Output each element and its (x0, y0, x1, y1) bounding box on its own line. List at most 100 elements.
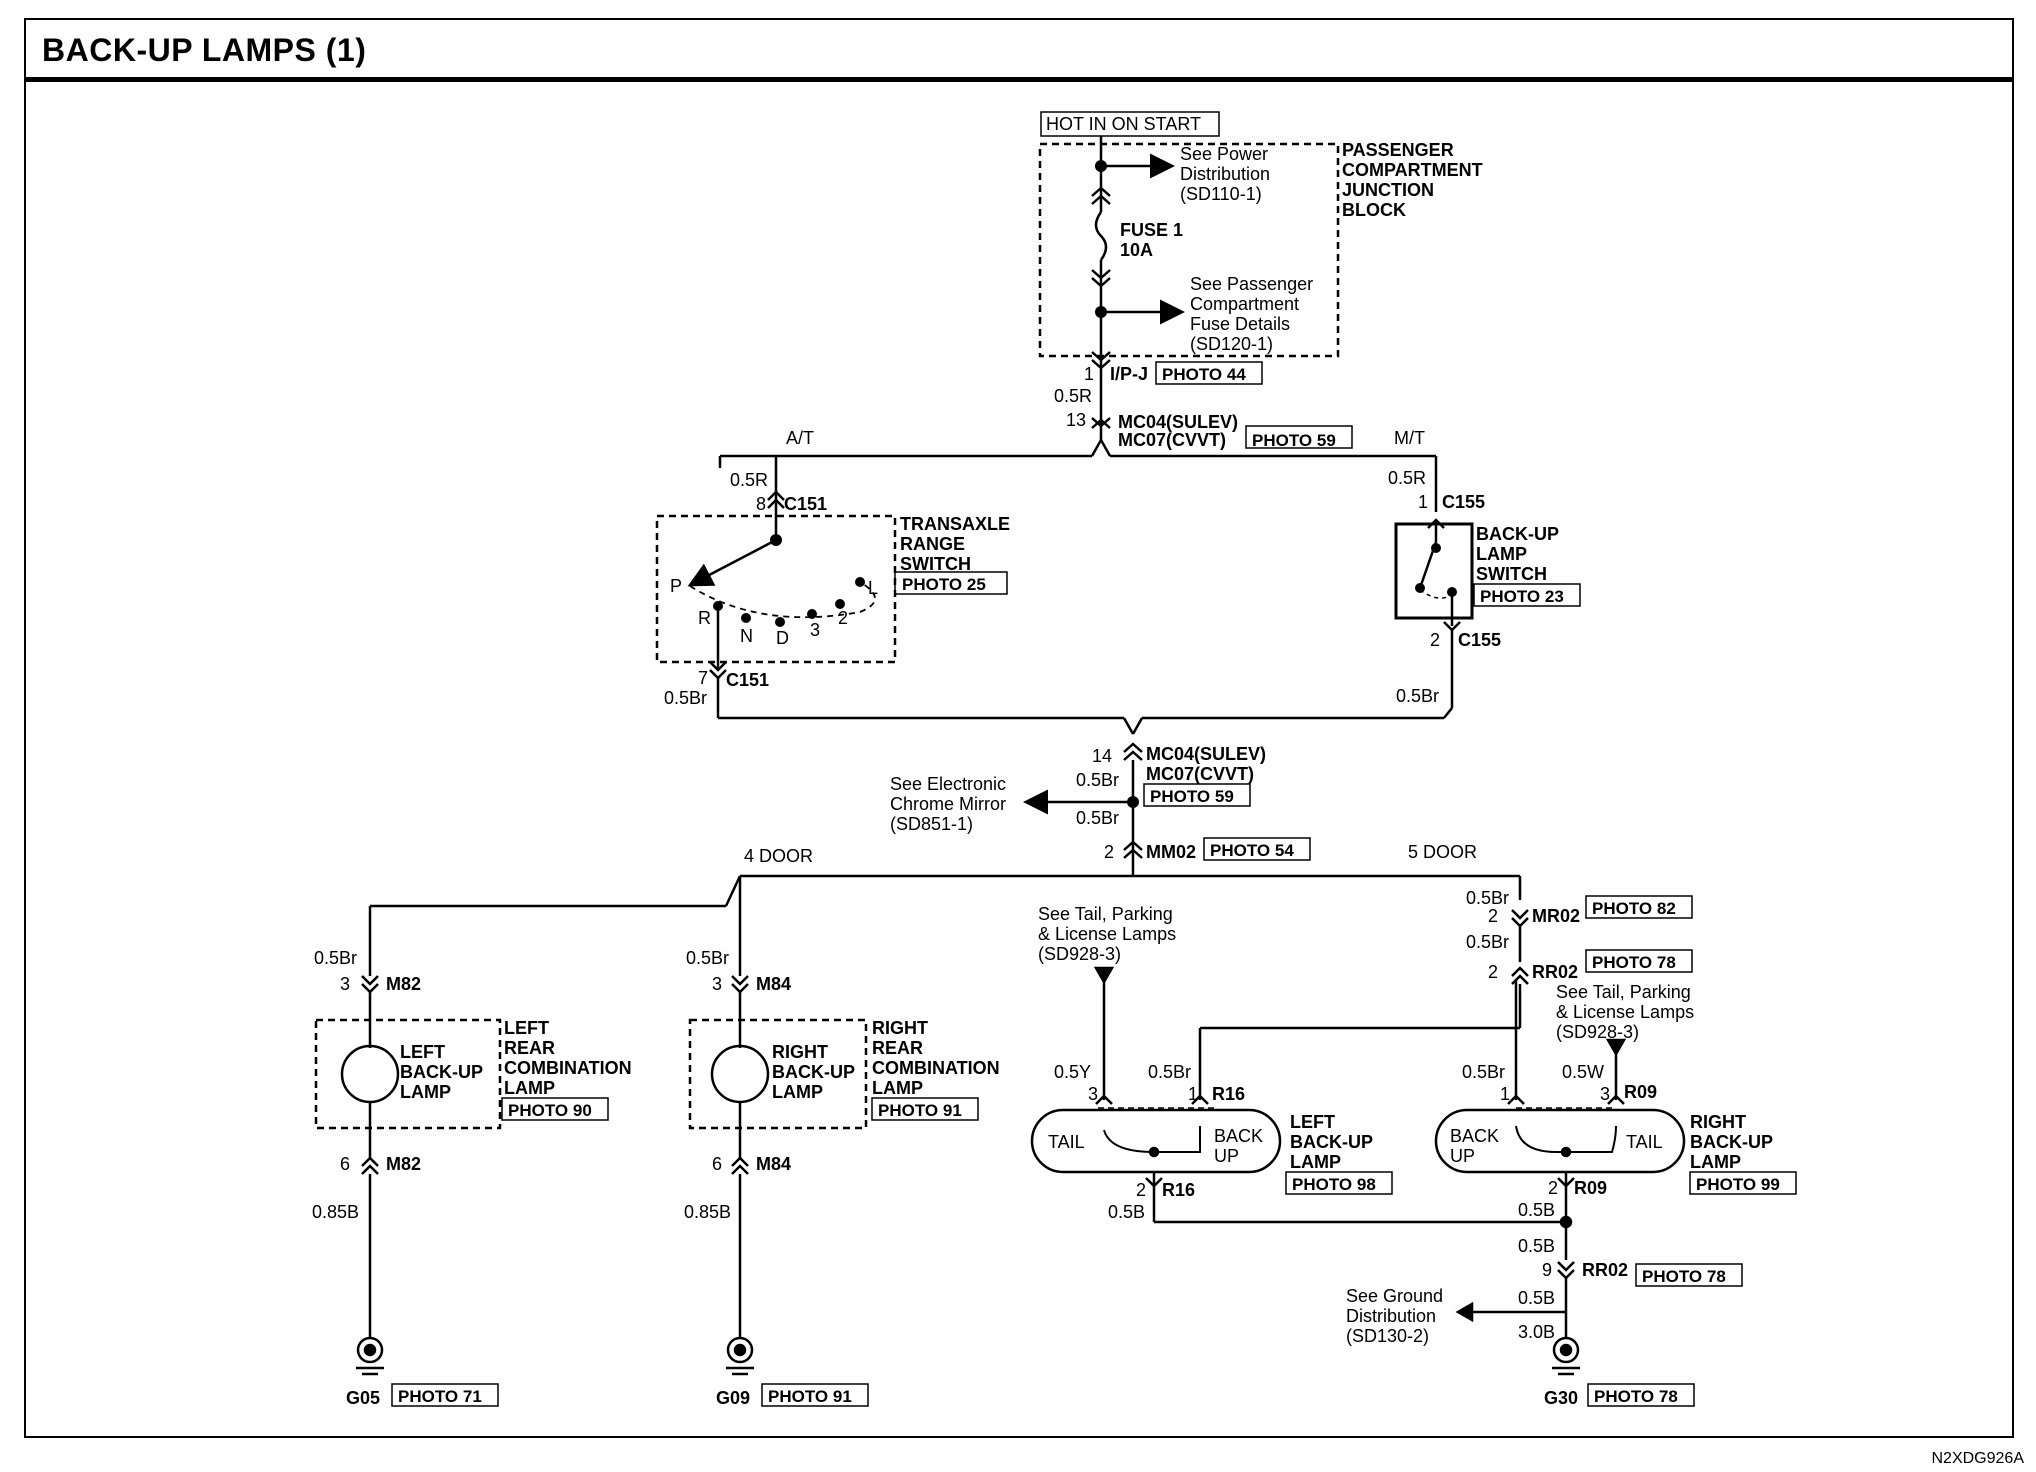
see-tail-right-3: (SD928-3) (1556, 1022, 1639, 1042)
gear-r: R (698, 608, 711, 628)
right-bul-2: BACK-UP (1690, 1132, 1773, 1152)
right-lamp-2: BACK-UP (772, 1062, 855, 1082)
see-ecm-3: (SD851-1) (890, 814, 973, 834)
wire-085b-left: 0.85B (312, 1202, 359, 1222)
wire-085b-right: 0.85B (684, 1202, 731, 1222)
left-bul-3: LAMP (1290, 1152, 1341, 1172)
mc04-top: MC04(SULEV) (1118, 412, 1238, 432)
wire-05br-rr02: 0.5Br (1466, 932, 1509, 952)
mc07-top: MC07(CVVT) (1118, 430, 1226, 450)
left-rcl-1: LEFT (504, 1018, 549, 1038)
left-lamp-3: LAMP (400, 1082, 451, 1102)
trs-2: RANGE (900, 534, 965, 554)
see-tail-right-2: & License Lamps (1556, 1002, 1694, 1022)
gear-3: 3 (810, 620, 820, 640)
see-tail-left-3: (SD928-3) (1038, 944, 1121, 964)
blsw-1: BACK-UP (1476, 524, 1559, 544)
c155-bottom: C155 (1458, 630, 1501, 650)
see-ground-3: (SD130-2) (1346, 1326, 1429, 1346)
backup-right-1: BACK (1450, 1126, 1499, 1146)
see-tail-left-2: & License Lamps (1038, 924, 1176, 944)
right-rcl-4: LAMP (872, 1078, 923, 1098)
see-ground-2: Distribution (1346, 1306, 1436, 1326)
blsw-2: LAMP (1476, 544, 1527, 564)
left-rcl-2: REAR (504, 1038, 555, 1058)
pcjb-2: COMPARTMENT (1342, 160, 1483, 180)
right-lamp-3: LAMP (772, 1082, 823, 1102)
r09-pin2: 2 (1548, 1178, 1558, 1198)
photo-25: PHOTO 25 (902, 575, 986, 594)
wire-05b-left: 0.5B (1108, 1202, 1145, 1222)
photo-82: PHOTO 82 (1592, 899, 1676, 918)
left-rcl-3: COMBINATION (504, 1058, 632, 1078)
mc07-bottom: MC07(CVVT) (1146, 764, 1254, 784)
photo-71: PHOTO 71 (398, 1387, 482, 1406)
see-ground-1: See Ground (1346, 1286, 1443, 1306)
mt-label: M/T (1394, 428, 1425, 448)
left-rcl-4: LAMP (504, 1078, 555, 1098)
wire-05br-r09: 0.5Br (1462, 1062, 1505, 1082)
c155-top: C155 (1442, 492, 1485, 512)
mc-pin-14: 14 (1092, 746, 1112, 766)
gear-d: D (776, 628, 789, 648)
photo-91-rcl: PHOTO 91 (878, 1101, 962, 1120)
c151-pin8: 8 (756, 494, 766, 514)
r16-pin2: 2 (1136, 1180, 1146, 1200)
junction-dots (713, 160, 1457, 808)
m84-bottom: M84 (756, 1154, 791, 1174)
pcjb-1: PASSENGER (1342, 140, 1454, 160)
m82-pin3: 3 (340, 974, 350, 994)
trs-1: TRANSAXLE (900, 514, 1010, 534)
see-power-dist-3: (SD110-1) (1180, 184, 1262, 204)
r16-bottom: R16 (1162, 1180, 1195, 1200)
tail-left: TAIL (1048, 1132, 1085, 1152)
photo-23: PHOTO 23 (1480, 587, 1564, 606)
photo-78-ground: PHOTO 78 (1594, 1387, 1678, 1406)
backup-right-2: UP (1450, 1146, 1475, 1166)
g05: G05 (346, 1388, 380, 1408)
hot-in-on-start: HOT IN ON START (1046, 114, 1201, 134)
g09: G09 (716, 1388, 750, 1408)
mm02: MM02 (1146, 842, 1196, 862)
photo-54: PHOTO 54 (1210, 841, 1294, 860)
pcjb-3: JUNCTION (1342, 180, 1434, 200)
photo-99: PHOTO 99 (1696, 1175, 1780, 1194)
ipj-connector: I/P-J (1110, 364, 1148, 384)
wire-05br-mt: 0.5Br (1396, 686, 1439, 706)
left-bul-1: LEFT (1290, 1112, 1335, 1132)
photo-44: PHOTO 44 (1162, 365, 1246, 384)
backup-left-1: BACK (1214, 1126, 1263, 1146)
wire-05br-r16: 0.5Br (1148, 1062, 1191, 1082)
mr02: MR02 (1532, 906, 1580, 926)
r16-pin1: 1 (1188, 1084, 1198, 1104)
see-tail-right-1: See Tail, Parking (1556, 982, 1691, 1002)
left-lamp-1: LEFT (400, 1042, 445, 1062)
c155-pin2: 2 (1430, 630, 1440, 650)
see-pc-fuse-1: See Passenger (1190, 274, 1313, 294)
mr02-pin: 2 (1488, 906, 1498, 926)
photo-90: PHOTO 90 (508, 1101, 592, 1120)
wire-05b-right: 0.5B (1518, 1200, 1555, 1220)
left-bul-2: BACK-UP (1290, 1132, 1373, 1152)
see-ecm-1: See Electronic (890, 774, 1006, 794)
wire-05r-mt: 0.5R (1388, 468, 1426, 488)
diagram-title: BACK-UP LAMPS (1) (42, 32, 367, 68)
right-bul-1: RIGHT (1690, 1112, 1746, 1132)
photo-59-bottom: PHOTO 59 (1150, 787, 1234, 806)
wire-05br-m84: 0.5Br (686, 948, 729, 968)
rr02-bottom: RR02 (1582, 1260, 1628, 1280)
r16-pin3: 3 (1088, 1084, 1098, 1104)
title-bar (24, 18, 2014, 82)
doc-code: N2XDG926A (1931, 1450, 2025, 1467)
rr02-pin9: 9 (1542, 1260, 1552, 1280)
right-rcl-3: COMBINATION (872, 1058, 1000, 1078)
see-power-dist-2: Distribution (1180, 164, 1270, 184)
m84-top: M84 (756, 974, 791, 994)
photo-91-ground: PHOTO 91 (768, 1387, 852, 1406)
rr02-pin: 2 (1488, 962, 1498, 982)
wire-05br-mm: 0.5Br (1076, 808, 1119, 828)
see-power-dist-1: See Power (1180, 144, 1268, 164)
photo-78-rr02: PHOTO 78 (1592, 953, 1676, 972)
